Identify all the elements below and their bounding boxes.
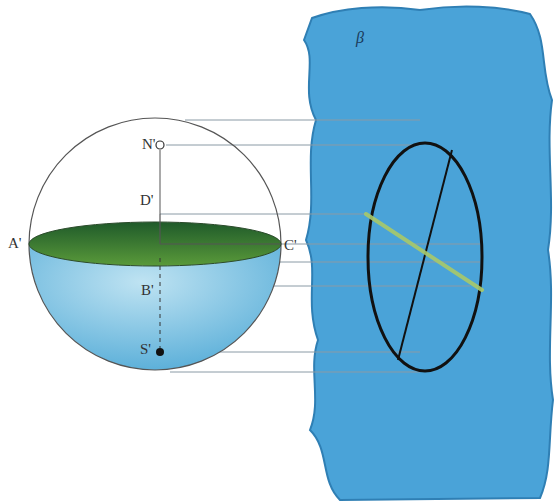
projected-equator	[366, 214, 482, 290]
point-label: D'	[140, 193, 154, 208]
axis	[159, 214, 160, 244]
south-pole	[156, 348, 164, 356]
axis	[160, 150, 161, 214]
equator-disk	[29, 222, 281, 266]
point-label: B'	[141, 283, 154, 298]
point-label: N'	[142, 137, 156, 152]
point-label: C'	[284, 238, 297, 253]
plane	[304, 7, 553, 500]
axis	[160, 258, 161, 348]
projected-ellipse	[368, 143, 482, 371]
point-label: S'	[140, 342, 151, 357]
point-label: A'	[8, 236, 22, 251]
plane-label: β	[356, 30, 364, 46]
sphere-outline	[29, 118, 281, 370]
radius	[160, 243, 281, 244]
north-pole	[156, 141, 164, 149]
